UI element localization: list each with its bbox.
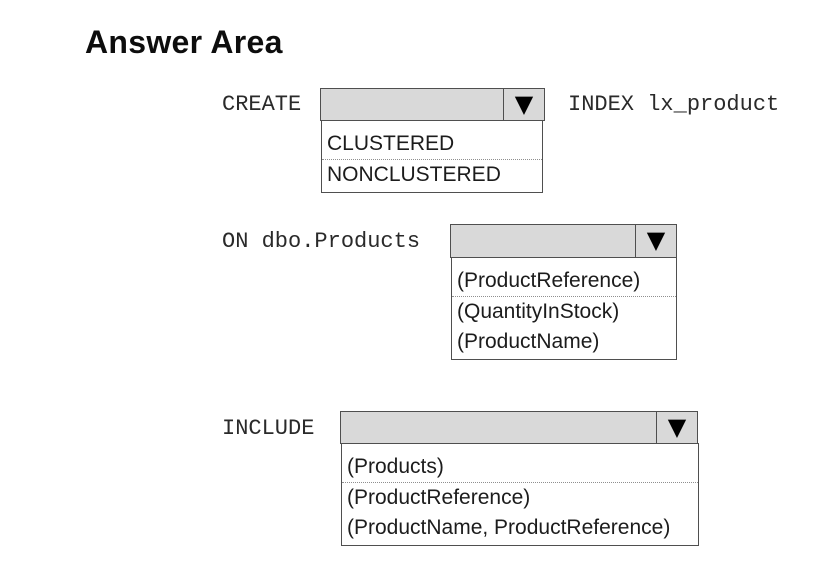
index-type-dropdown-arrow-button[interactable]: ▼: [503, 89, 544, 120]
option-productreference[interactable]: (ProductReference): [452, 258, 676, 297]
key-column-dropdown-arrow-button[interactable]: ▼: [635, 225, 676, 257]
option-productreference-include[interactable]: (ProductReference): [347, 486, 531, 509]
index-type-dropdown[interactable]: ▼: [320, 88, 545, 121]
include-columns-dropdown-value: [341, 412, 656, 443]
index-type-dropdown-value: [321, 89, 503, 120]
include-columns-options-list: (Products) (ProductReference) (ProductNa…: [341, 443, 699, 546]
option-productname-productreference[interactable]: (ProductName, ProductReference): [347, 516, 671, 539]
include-columns-dropdown-arrow-button[interactable]: ▼: [656, 412, 697, 443]
chevron-down-icon: ▼: [514, 89, 534, 118]
include-columns-dropdown[interactable]: ▼: [340, 411, 698, 444]
option-clustered[interactable]: CLUSTERED: [322, 121, 542, 160]
sql-include-clause-label: INCLUDE: [222, 416, 315, 441]
sql-on-clause-label: ON dbo.Products: [222, 229, 421, 254]
option-productname[interactable]: (ProductName): [457, 330, 600, 353]
key-column-dropdown[interactable]: ▼: [450, 224, 677, 258]
key-column-options-list: (ProductReference) (QuantityInStock) (Pr…: [451, 257, 677, 360]
sql-keyword-create-label: CREATE: [222, 92, 302, 117]
chevron-down-icon: ▼: [646, 226, 666, 254]
key-column-dropdown-value: [451, 225, 635, 257]
option-quantityinstock[interactable]: (QuantityInStock): [457, 300, 620, 323]
option-nonclustered[interactable]: NONCLUSTERED: [327, 163, 501, 186]
index-type-options-list: CLUSTERED NONCLUSTERED: [321, 120, 543, 193]
option-products[interactable]: (Products): [342, 444, 698, 483]
index-name-label: INDEX lx_product: [568, 92, 780, 117]
chevron-down-icon: ▼: [667, 412, 687, 441]
page-title: Answer Area: [85, 24, 283, 60]
